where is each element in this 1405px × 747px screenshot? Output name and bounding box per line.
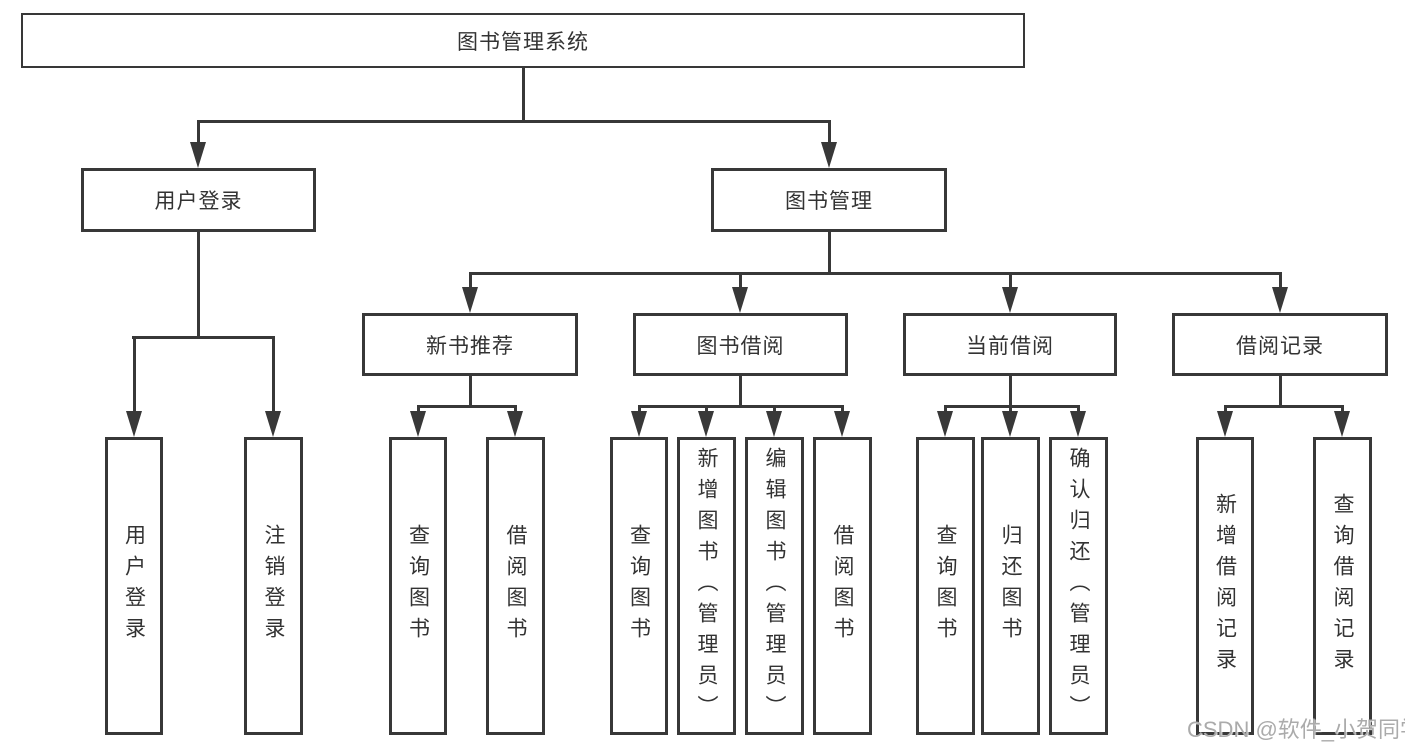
node-label: 确认归还（管理员） [1067,446,1090,726]
connector-line [638,405,844,408]
connector-line [1009,405,1012,414]
connector-line [739,272,742,290]
leaf-edit-books-admin: 编辑图书（管理员） [745,437,804,735]
node-label: 新增借阅记录 [1213,493,1237,679]
arrow-down-icon [126,411,142,437]
arrow-down-icon [1002,287,1018,313]
connector-line [944,405,1080,408]
node-label: 归还图书 [999,524,1022,648]
arrow-down-icon [821,142,837,168]
connector-line [197,120,830,123]
connector-line [469,374,472,408]
connector-line [197,231,200,339]
arrow-down-icon [937,411,953,437]
connector-line [514,405,517,414]
connector-line [773,405,776,414]
connector-line [1224,405,1227,414]
arrow-down-icon [1070,411,1086,437]
leaf-confirm-return-admin: 确认归还（管理员） [1049,437,1108,735]
leaf-return-books: 归还图书 [981,437,1040,735]
arrow-down-icon [732,287,748,313]
node-label: 查询图书 [627,524,651,648]
node-library-management-system: 图书管理系统 [21,13,1025,68]
node-book-management: 图书管理 [711,168,947,232]
connector-line [197,120,200,146]
node-book-borrowing: 图书借阅 [633,313,848,376]
node-label: 新增图书（管理员） [695,446,718,726]
connector-line [469,272,1282,275]
connector-line [133,336,136,414]
arrow-down-icon [507,411,523,437]
connector-line [705,405,708,414]
arrow-down-icon [698,411,714,437]
arrow-down-icon [410,411,426,437]
leaf-borrow-books: 借阅图书 [813,437,872,735]
arrow-down-icon [462,287,478,313]
node-label: 注销登录 [262,524,285,648]
node-label: 借阅记录 [1236,334,1324,358]
watermark: CSDN @软件_小贺同学 [1187,717,1405,742]
connector-line [1224,405,1344,408]
arrow-down-icon [631,411,647,437]
node-user-login: 用户登录 [81,168,316,232]
arrow-down-icon [265,411,281,437]
node-label: 图书管理 [785,190,873,213]
arrow-down-icon [190,142,206,168]
connector-line [739,374,742,408]
node-label: 新书推荐 [426,334,514,358]
connector-line [272,336,275,414]
connector-line [1009,272,1012,290]
arrow-down-icon [1334,411,1350,437]
arrow-down-icon [1217,411,1233,437]
connector-line [638,405,641,414]
connector-line [1279,374,1282,408]
node-label: 借阅图书 [831,524,854,648]
arrow-down-icon [1272,287,1288,313]
leaf-borrow-books-recommend: 借阅图书 [486,437,545,735]
connector-line [828,120,831,146]
connector-line [841,405,844,414]
leaf-user-login: 用户登录 [105,437,163,735]
connector-line [1341,405,1344,414]
node-label: 编辑图书（管理员） [763,446,786,726]
node-label: 当前借阅 [966,334,1054,358]
leaf-query-books-recommend: 查询图书 [389,437,447,735]
connector-line [522,67,525,122]
node-label: 借阅图书 [504,524,527,648]
node-label: 图书管理系统 [457,30,589,54]
leaf-query-borrow-record: 查询借阅记录 [1313,437,1372,735]
node-label: 用户登录 [122,524,146,648]
connector-line [417,405,517,408]
leaf-logout: 注销登录 [244,437,303,735]
connector-line [469,272,472,290]
node-current-borrowing: 当前借阅 [903,313,1117,376]
node-label: 查询借阅记录 [1331,493,1354,679]
node-label: 图书借阅 [696,334,785,358]
connector-line [1077,405,1080,414]
connector-line [1279,272,1282,290]
connector-line [132,336,275,339]
leaf-add-books-admin: 新增图书（管理员） [677,437,736,735]
leaf-query-books-borrow: 查询图书 [610,437,668,735]
connector-line [828,231,831,275]
arrow-down-icon [766,411,782,437]
connector-line [944,405,947,414]
node-label: 查询图书 [406,524,430,648]
node-label: 用户登录 [154,190,243,213]
node-borrowing-records: 借阅记录 [1172,313,1388,376]
leaf-query-books-current: 查询图书 [916,437,975,735]
node-label: 查询图书 [934,524,957,648]
connector-line [1009,374,1012,408]
connector-line [417,405,420,414]
arrow-down-icon [834,411,850,437]
node-new-book-recommendation: 新书推荐 [362,313,578,376]
leaf-add-borrow-record: 新增借阅记录 [1196,437,1254,735]
arrow-down-icon [1002,411,1018,437]
